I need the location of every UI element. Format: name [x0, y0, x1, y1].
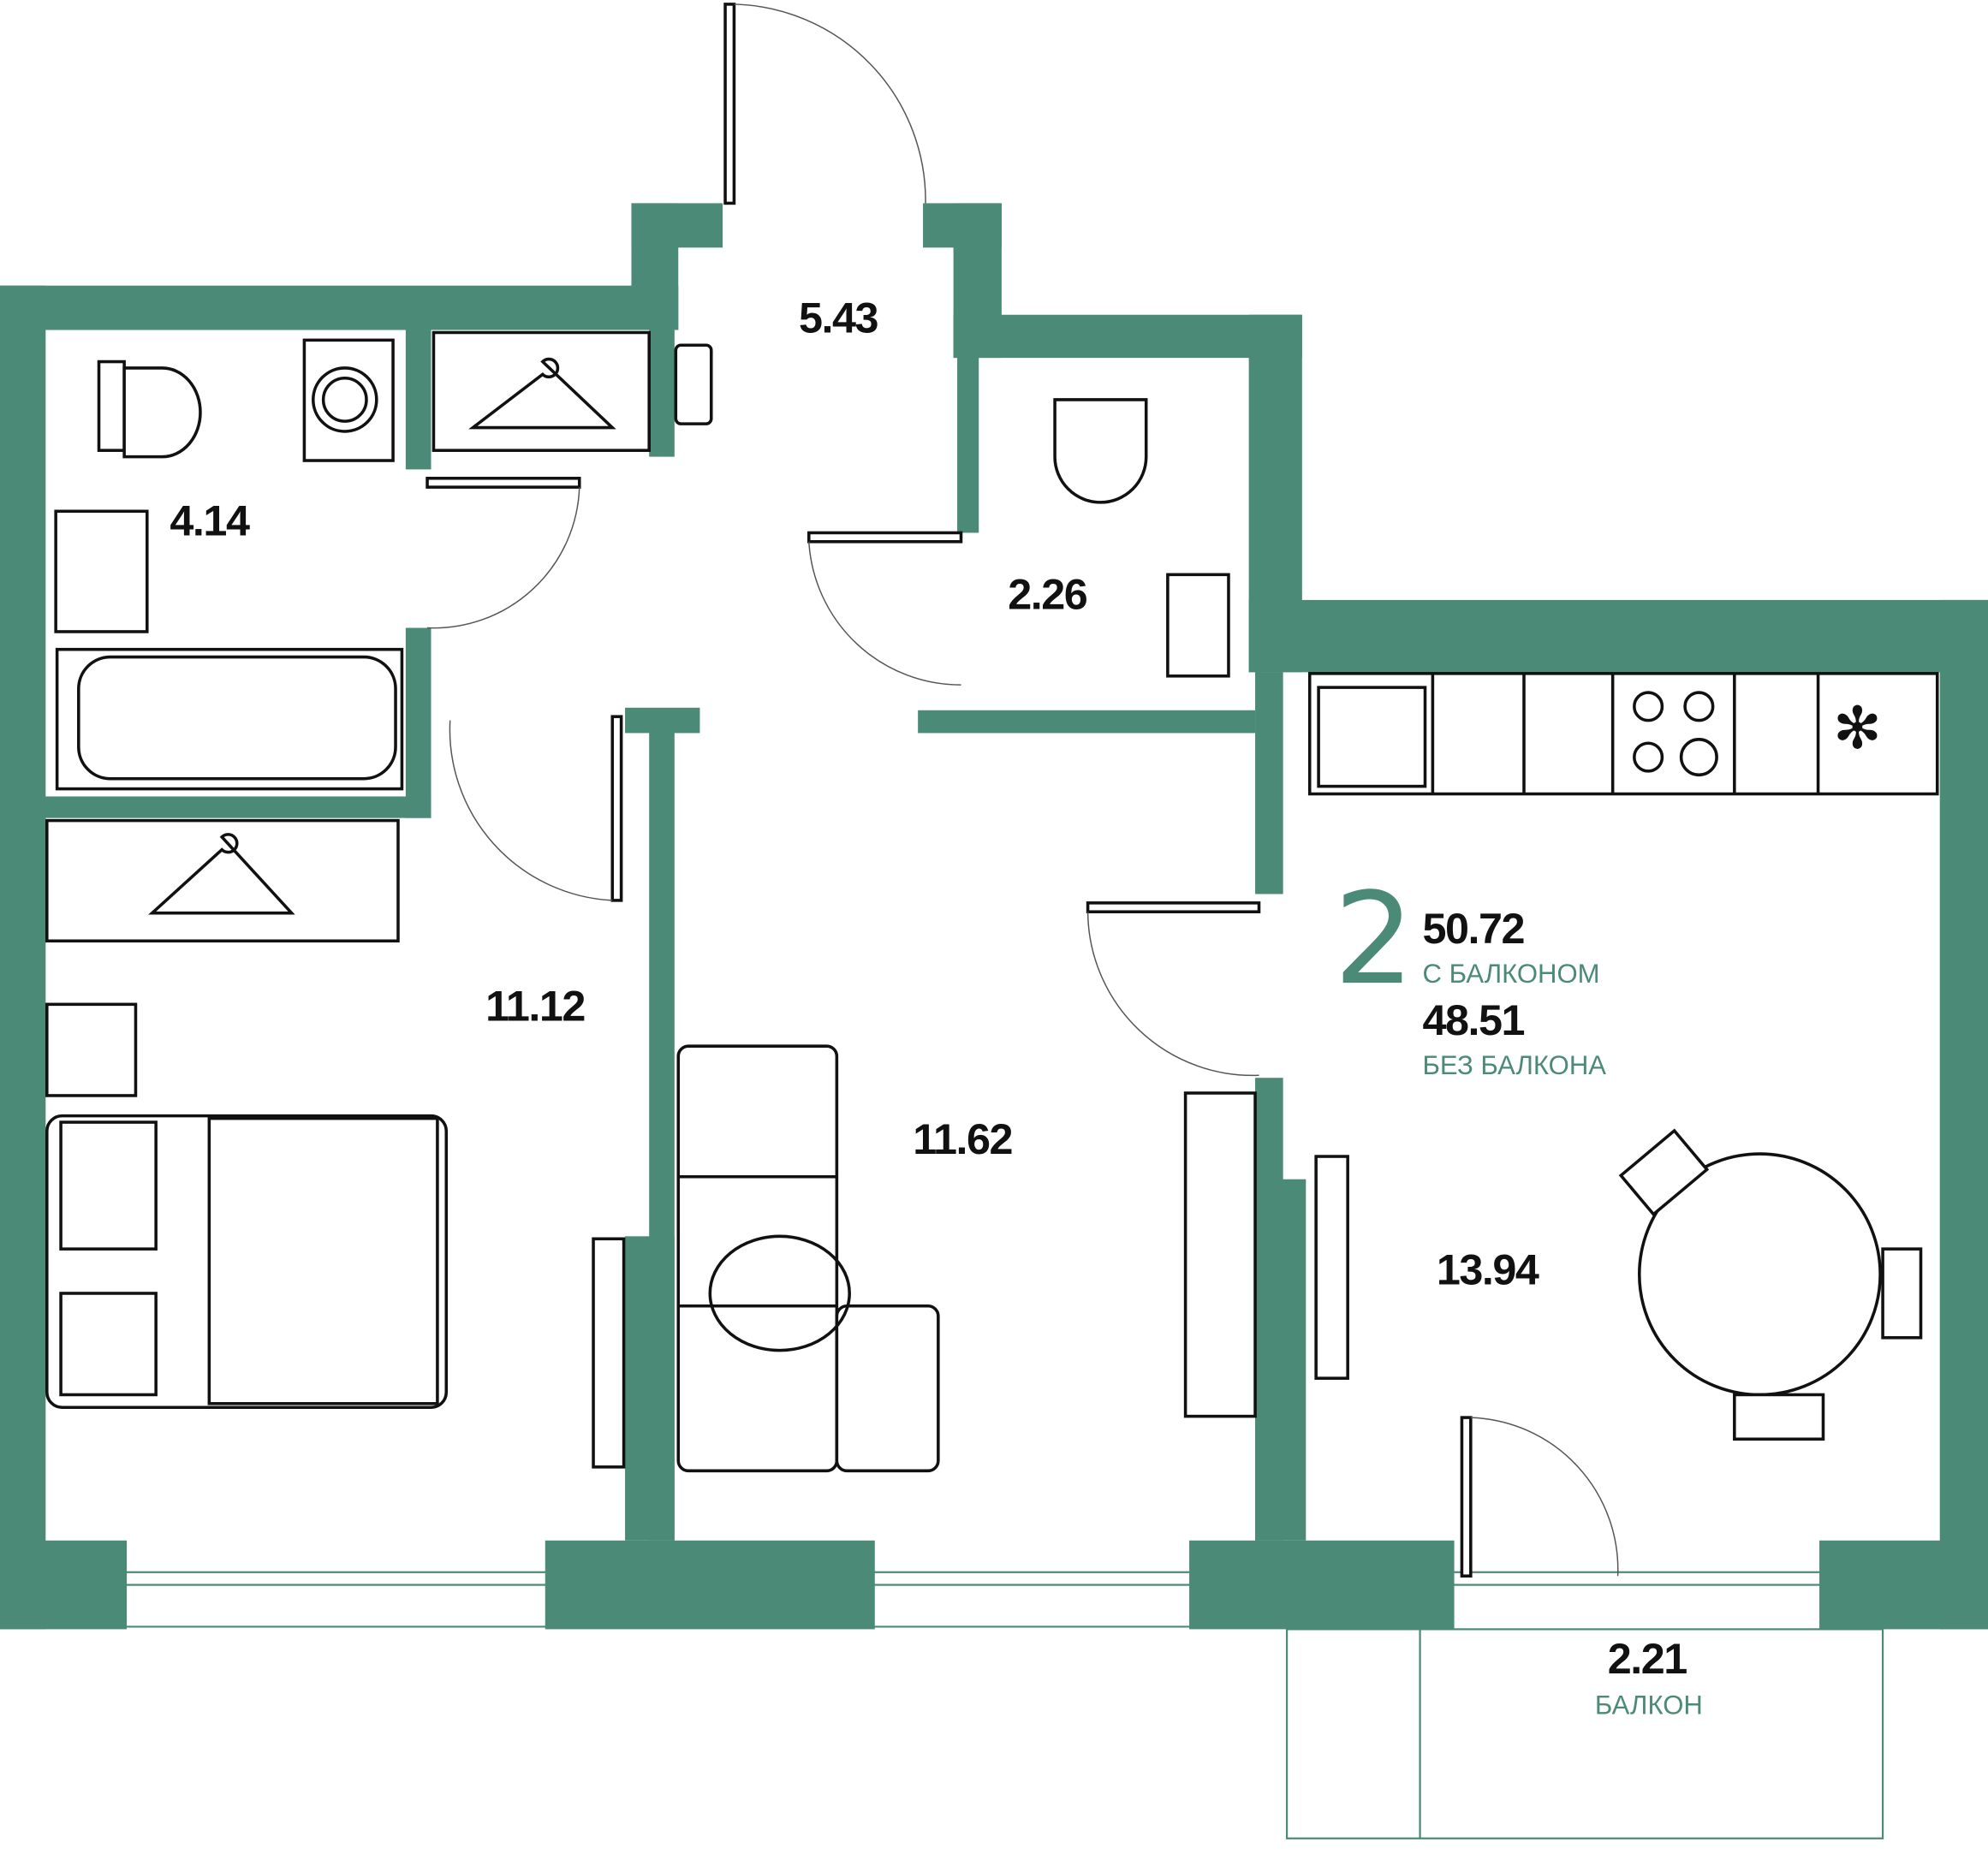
wc-sink-icon	[1166, 573, 1230, 678]
bed-icon	[45, 1114, 449, 1410]
bedroom-wardrobe-icon	[45, 818, 400, 943]
balcony-caption: БАЛКОН	[1595, 1691, 1703, 1720]
living-area: 11.62	[913, 1114, 1012, 1163]
wc-toilet-icon	[1053, 398, 1148, 504]
tv-stand-icon	[592, 1237, 626, 1469]
area-without-balcony: 48.51	[1423, 995, 1525, 1044]
walls	[0, 203, 1988, 1630]
bathroom-area: 4.14	[170, 496, 250, 544]
doors	[426, 3, 1619, 1578]
bathtub-icon	[55, 647, 404, 791]
washing-machine-icon	[302, 338, 395, 462]
balcony-area: 2.21	[1608, 1634, 1687, 1683]
total-area: 50.72	[1423, 904, 1525, 953]
furniture: ✻	[45, 330, 1939, 1473]
rooms-count: 2	[1334, 865, 1414, 1013]
area-without-balcony-caption: БЕЗ БАЛКОНА	[1423, 1050, 1607, 1080]
dining-table-icon	[1618, 1128, 1923, 1441]
tv-unit-icon	[1183, 1091, 1257, 1418]
total-area-caption: С БАЛКОНОМ	[1423, 959, 1600, 989]
balcony	[1285, 1628, 1884, 1839]
toilet-icon	[97, 360, 202, 459]
room-labels: 5.43 4.14 2.26 11.12 11.62 13.94 2.21 БА…	[170, 293, 1702, 1720]
kitchen-counter-icon: ✻	[1307, 672, 1939, 796]
snowflake-icon: ✻	[1833, 695, 1882, 763]
nightstand-icon	[45, 1002, 138, 1097]
windows	[119, 1571, 1827, 1628]
wardrobe-hanger-icon	[432, 330, 651, 452]
sofa-icon	[676, 1044, 940, 1473]
wc-area: 2.26	[1008, 569, 1087, 618]
apartment-summary: 2 50.72 С БАЛКОНОМ 48.51 БЕЗ БАЛКОНА	[1334, 865, 1606, 1080]
radiator-icon	[674, 343, 713, 425]
kitchen-tv-icon	[1314, 1155, 1349, 1380]
bedroom-area: 11.12	[485, 982, 585, 1031]
kitchen-area: 13.94	[1437, 1245, 1539, 1294]
hall-area: 5.43	[799, 293, 878, 342]
sink-icon	[54, 509, 149, 633]
